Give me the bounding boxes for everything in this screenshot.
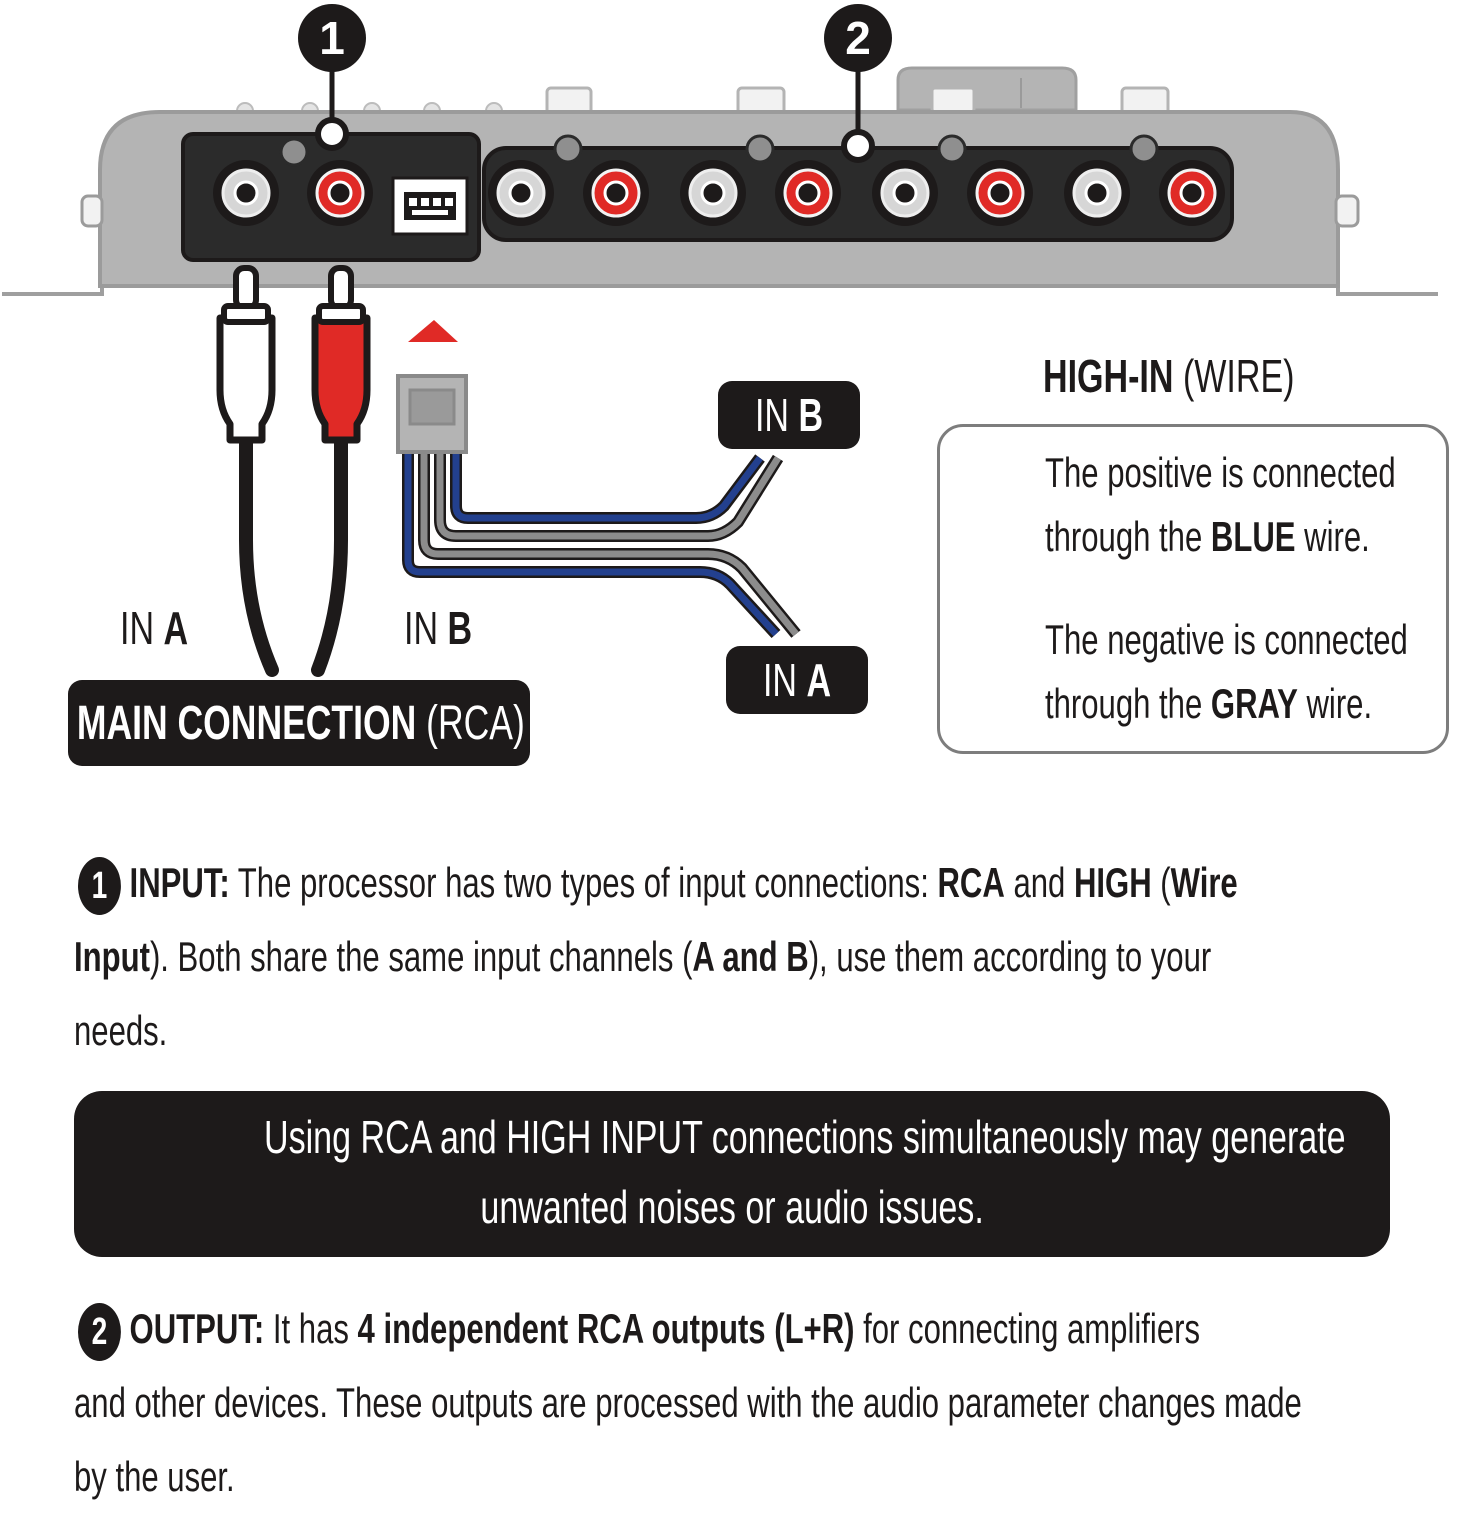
panel-screws	[279, 134, 1159, 167]
rca-plug-white	[216, 265, 276, 444]
wire-in-a-badge: IN A	[726, 646, 868, 714]
input-number-badge: 1	[78, 856, 121, 915]
rca-in-a-label: IN A	[120, 602, 189, 654]
input-description: 1 INPUT: The processor has two types of …	[74, 846, 1390, 1068]
callout-2: 2	[824, 4, 892, 163]
positive-line-1: The positive is connected	[1045, 449, 1396, 496]
main-connection-badge: MAIN CONNECTION (RCA)	[68, 680, 530, 766]
positive-line-2: through the BLUE wire.	[1045, 513, 1370, 560]
rca-input-white-jack	[213, 160, 279, 226]
high-input-socket	[391, 176, 469, 236]
input-heading: INPUT:	[129, 859, 230, 906]
warning-line-2: unwanted noises or audio issues.	[480, 1181, 984, 1233]
rca-output-jacks	[488, 160, 1225, 226]
side-tab-left	[80, 194, 104, 228]
negative-line-1: The negative is connected	[1045, 616, 1408, 663]
output-number-badge: 2	[78, 1302, 121, 1361]
rca-plug-red	[311, 265, 371, 444]
rca-cables	[216, 265, 371, 677]
callout-2-number: 2	[845, 12, 871, 64]
processor-connection-diagram: 1 2	[2, 4, 1438, 698]
wire-in-b-badge: IN B	[718, 381, 860, 449]
warning-banner: Using RCA and HIGH INPUT connections sim…	[74, 1091, 1390, 1257]
rca-input-red-jack	[307, 160, 373, 226]
warning-line-1: Using RCA and HIGH INPUT connections sim…	[264, 1111, 1346, 1163]
output-heading: OUTPUT:	[129, 1305, 265, 1352]
callout-1-number: 1	[319, 12, 345, 64]
negative-line-2: through the GRAY wire.	[1045, 680, 1373, 727]
high-in-title: HIGH-IN (WIRE)	[1043, 350, 1295, 402]
side-tab-right	[1334, 194, 1360, 228]
rca-input-jacks	[213, 160, 373, 226]
output-description: 2 OUTPUT: It has 4 independent RCA outpu…	[74, 1292, 1390, 1514]
callout-1: 1	[298, 4, 366, 151]
high-in-info-box	[937, 424, 1449, 754]
high-input-harness	[396, 320, 801, 639]
rca-in-b-label: IN B	[404, 602, 473, 654]
